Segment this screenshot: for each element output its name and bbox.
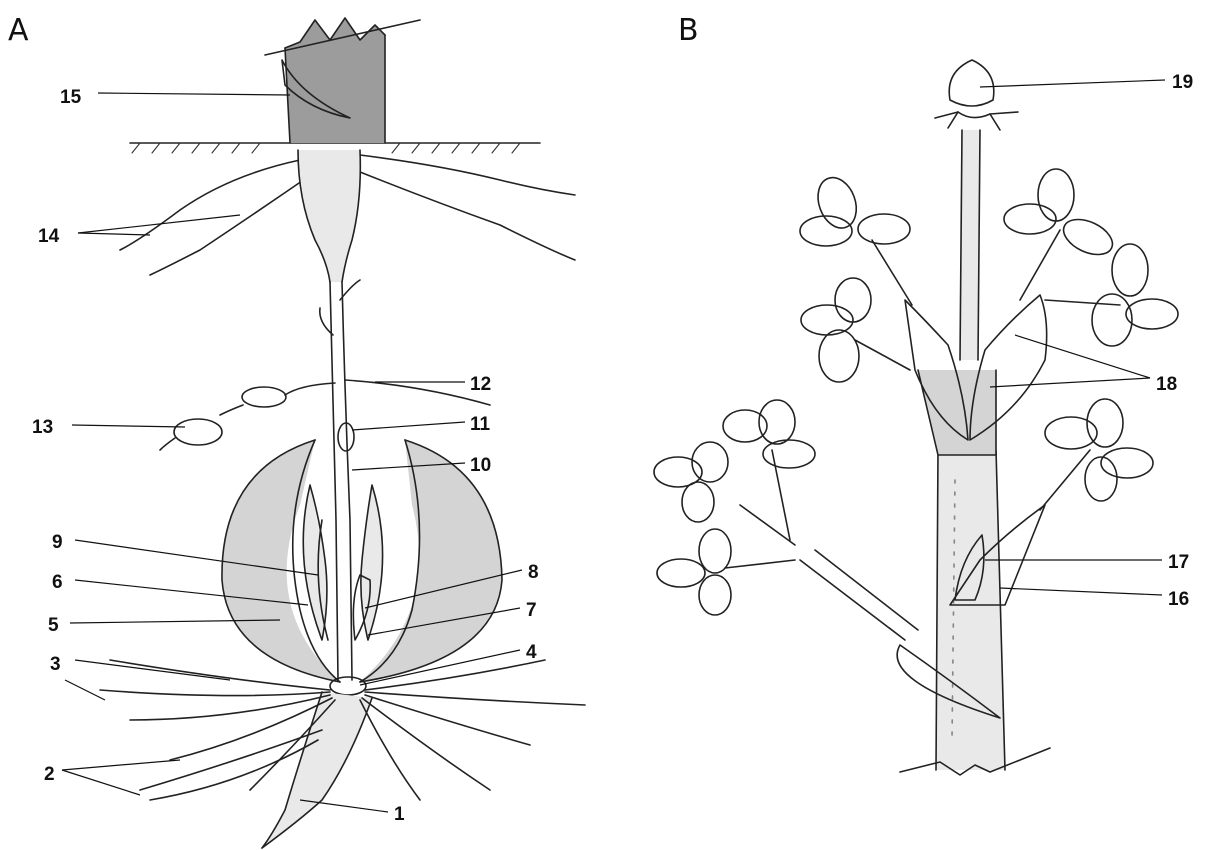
- stolon-with-tubers: [160, 380, 490, 450]
- trifoliate-leaves: [654, 169, 1178, 615]
- label-a-4: 4: [526, 642, 537, 663]
- label-a-5: 5: [48, 615, 59, 636]
- label-a-10: 10: [470, 455, 491, 476]
- panel-b-letter: B: [678, 13, 699, 48]
- panel-b: B: [654, 13, 1193, 775]
- leaflet-cluster: [1004, 169, 1118, 262]
- leaflet-cluster: [800, 172, 910, 246]
- panel-a: A: [8, 13, 585, 848]
- label-b-18: 18: [1156, 374, 1177, 395]
- leaflet-cluster: [801, 278, 871, 382]
- bulb-scales: [222, 440, 502, 682]
- label-b-17: 17: [1168, 552, 1189, 573]
- leaflet-cluster: [1092, 244, 1178, 346]
- petioles: [725, 230, 1120, 568]
- label-a-8: 8: [528, 562, 539, 583]
- label-a-6: 6: [52, 572, 63, 593]
- callouts-b: 19 18 17 16: [1156, 72, 1193, 610]
- label-a-12: 12: [470, 374, 491, 395]
- label-a-2: 2: [44, 764, 55, 785]
- label-a-3: 3: [50, 654, 61, 675]
- label-a-15: 15: [60, 87, 82, 108]
- label-a-1: 1: [394, 804, 405, 825]
- stem-stump: [265, 18, 420, 143]
- label-a-9: 9: [52, 532, 63, 553]
- leaflet-cluster: [723, 400, 815, 468]
- main-stem: [900, 450, 1050, 775]
- leaflet-cluster: [657, 529, 731, 615]
- label-a-14: 14: [38, 226, 60, 247]
- leader-lines-b: [980, 80, 1165, 595]
- label-a-11: 11: [470, 414, 491, 435]
- leaflet-cluster: [654, 442, 728, 522]
- underground-stem: [298, 150, 360, 282]
- label-a-13: 13: [32, 417, 53, 438]
- label-a-7: 7: [526, 600, 537, 621]
- label-b-19: 19: [1172, 72, 1193, 93]
- peduncle-with-bud: [935, 60, 1018, 360]
- panel-a-letter: A: [8, 13, 29, 48]
- basal-plate-and-root: [262, 677, 372, 848]
- label-b-16: 16: [1168, 589, 1189, 610]
